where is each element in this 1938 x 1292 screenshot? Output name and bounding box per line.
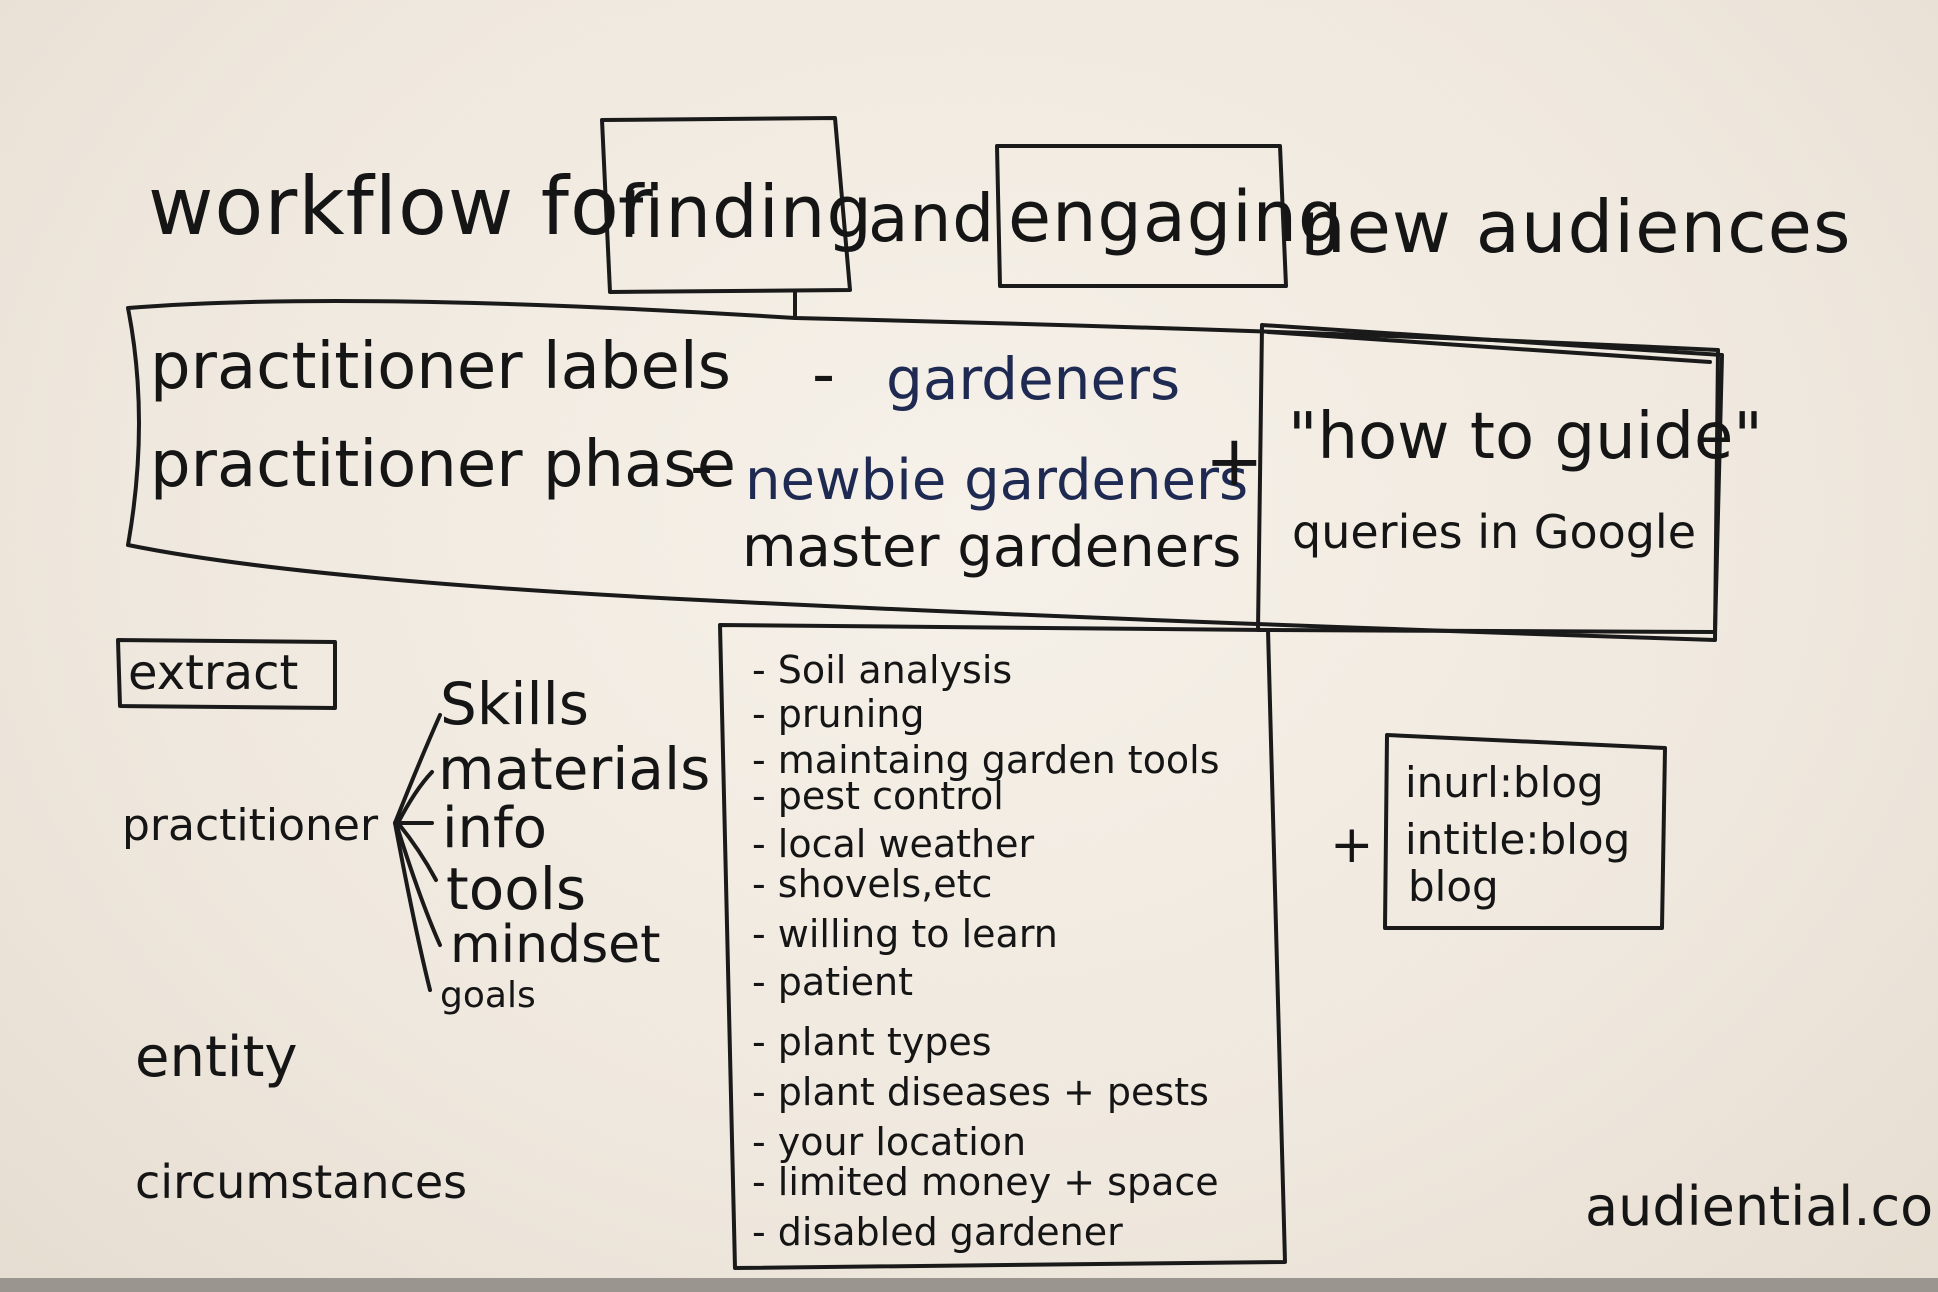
plus-sign: + xyxy=(1205,420,1264,502)
list-item: - limited money + space xyxy=(752,1160,1219,1204)
list-item: - disabled gardener xyxy=(752,1210,1123,1254)
list-item: - patient xyxy=(752,960,914,1004)
engaging-box xyxy=(995,144,1288,288)
practitioner-phase-value-master: master gardeners xyxy=(742,515,1242,580)
branch-mindset: mindset xyxy=(450,915,661,975)
branch-tools: tools xyxy=(446,855,587,923)
title-and: and xyxy=(868,180,996,257)
practitioner-labels-label: practitioner labels xyxy=(150,330,731,404)
branch-info: info xyxy=(442,796,548,861)
search-operators-box xyxy=(1383,733,1667,930)
title-engaging: engaging xyxy=(1008,176,1344,258)
branch-skills: Skills xyxy=(440,670,589,738)
entity-label: entity xyxy=(135,1025,298,1090)
plus-sign: + xyxy=(1330,815,1374,875)
branch-goals: goals xyxy=(440,975,536,1016)
search-operator-intitle: intitle:blog xyxy=(1405,815,1631,864)
dash: - xyxy=(690,430,714,504)
search-operator-inurl: inurl:blog xyxy=(1405,758,1604,807)
finding-box xyxy=(600,116,852,294)
brand-url: audiential.com xyxy=(1585,1175,1938,1238)
title-finding: finding xyxy=(618,170,874,254)
list-item: - pruning xyxy=(752,692,925,736)
title-new-audiences: new audiences xyxy=(1300,185,1852,269)
list-item: - plant types xyxy=(752,1020,992,1064)
search-operator-blog: blog xyxy=(1408,862,1499,911)
extract-label: extract xyxy=(128,645,299,701)
list-item: - maintaing garden tools xyxy=(752,738,1220,782)
how-to-guide-box xyxy=(1256,323,1724,634)
practitioner-phase-value-newbie: newbie gardeners xyxy=(745,448,1249,513)
topics-list-box xyxy=(718,623,1287,1270)
list-item: - Soil analysis xyxy=(752,648,1013,692)
list-item: - shovels,etc xyxy=(752,862,993,906)
list-item: - willing to learn xyxy=(752,912,1058,956)
how-to-guide-subtext: queries in Google xyxy=(1292,505,1697,559)
practitioner-phase-label: practitioner phase xyxy=(150,428,736,502)
dash: - xyxy=(812,338,836,412)
extract-box xyxy=(116,638,337,710)
practitioner-labels-value: gardeners xyxy=(886,345,1181,413)
title-workflow-for: workflow for xyxy=(148,160,654,253)
list-item: - local weather xyxy=(752,822,1035,866)
branch-materials: materials xyxy=(438,735,711,803)
list-item: - plant diseases + pests xyxy=(752,1070,1209,1114)
whiteboard-bottom-edge xyxy=(0,1278,1938,1292)
list-item: - your location xyxy=(752,1120,1027,1164)
circumstances-label: circumstances xyxy=(135,1155,468,1209)
practitioner-root: practitioner xyxy=(122,800,379,851)
list-item: - pest control xyxy=(752,774,1004,818)
how-to-guide-text: "how to guide" xyxy=(1288,400,1763,474)
